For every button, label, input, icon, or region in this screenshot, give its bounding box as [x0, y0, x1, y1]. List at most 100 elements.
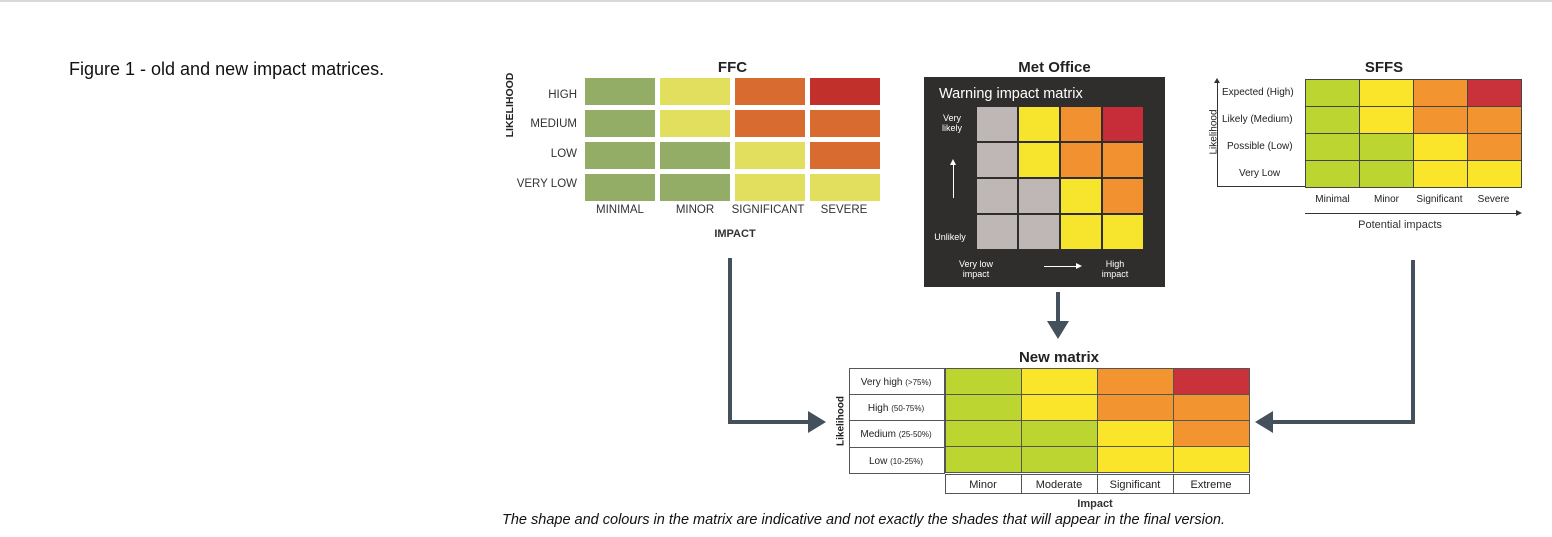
matrix-cell-yellow: [735, 174, 805, 201]
matrix-cell-green: [1021, 420, 1098, 447]
new-row-label: Low (10-25%): [849, 456, 943, 467]
right-arrow-icon: [1516, 210, 1522, 216]
ffc-connector-vertical: [728, 258, 732, 424]
matrix-cell-green: [660, 142, 730, 169]
new-row-name: Very high: [860, 377, 903, 388]
matrix-cell-orange: [735, 110, 805, 137]
divider: [849, 420, 945, 421]
sffs-row-label-bottom-line: [1217, 186, 1305, 187]
matrix-cell-green: [585, 78, 655, 105]
sffs-col-label: Significant: [1416, 194, 1463, 205]
matrix-cell-yellow: [1021, 368, 1098, 395]
met-label-high-impact: High impact: [1101, 259, 1129, 279]
down-arrow-icon: [1047, 321, 1069, 339]
matrix-cell-grey: [977, 215, 1017, 249]
matrix-cell-green: [660, 174, 730, 201]
new-row-label-box: [849, 368, 945, 474]
matrix-cell-grey: [977, 143, 1017, 177]
matrix-cell-yellow: [660, 110, 730, 137]
new-row-label: High (50-75%): [849, 403, 943, 414]
sffs-x-axis-line: [1305, 213, 1519, 214]
matrix-cell-grey: [977, 179, 1017, 213]
matrix-cell-green: [1359, 133, 1414, 161]
note-text: The shape and colours in the matrix are …: [502, 512, 1225, 528]
matrix-cell-grey: [977, 107, 1017, 141]
new-x-axis-label: Impact: [1077, 498, 1113, 510]
matrix-cell-red: [1467, 79, 1522, 107]
new-row-label: Very high (>75%): [849, 377, 943, 388]
matrix-cell-orange: [1467, 133, 1522, 161]
matrix-cell-green: [1359, 160, 1414, 188]
new-row-range: (25-50%): [898, 430, 932, 439]
matrix-cell-yellow: [1359, 79, 1414, 107]
matrix-cell-orange: [810, 142, 880, 169]
sffs-col-label: Severe: [1477, 194, 1510, 205]
matrix-cell-yellow: [1359, 106, 1414, 134]
new-row-label: Medium (25-50%): [849, 429, 943, 440]
matrix-cell-green: [1021, 446, 1098, 473]
sffs-connector-horizontal: [1272, 420, 1415, 424]
sffs-x-axis-label: Potential impacts: [1358, 219, 1442, 231]
matrix-cell-green: [945, 420, 1022, 447]
matrix-cell-yellow: [1173, 446, 1250, 473]
figure-label: Figure 1 - old and new impact matrices.: [69, 59, 385, 79]
met-up-arrow: [953, 163, 954, 198]
divider: [849, 447, 945, 448]
matrix-cell-yellow: [1061, 179, 1101, 213]
new-row-name: High: [867, 403, 889, 414]
sffs-y-axis: Likelihood: [1207, 100, 1221, 164]
met-label-very-low-impact: Very low impact: [958, 259, 993, 279]
matrix-cell-orange: [1413, 79, 1468, 107]
matrix-cell-yellow: [1019, 143, 1059, 177]
matrix-cell-yellow: [1413, 133, 1468, 161]
sffs-row-label: Expected (High): [1222, 87, 1294, 98]
matrix-cell-green: [1305, 133, 1360, 161]
matrix-cell-orange: [1097, 368, 1174, 395]
met-connector-vertical: [1056, 292, 1060, 322]
met-label-unlikely: Unlikely: [934, 232, 966, 242]
matrix-cell-orange: [1103, 143, 1143, 177]
new-col-label: Significant: [1109, 479, 1161, 491]
matrix-cell-green: [1305, 160, 1360, 188]
sffs-row-label: Very Low: [1239, 168, 1281, 179]
up-arrow-icon: [1214, 78, 1220, 83]
matrix-cell-orange: [1467, 106, 1522, 134]
sffs-col-label: Minimal: [1315, 194, 1350, 205]
sffs-row-label: Likely (Medium): [1222, 114, 1293, 125]
met-title: Met Office: [1018, 59, 1091, 76]
up-arrow-icon: [950, 159, 956, 165]
met-right-arrow: [1044, 266, 1076, 267]
matrix-cell-orange: [1103, 179, 1143, 213]
sffs-connector-vertical: [1411, 260, 1415, 424]
ffc-col-label: SEVERE: [820, 204, 868, 216]
matrix-cell-green: [585, 110, 655, 137]
divider: [849, 394, 945, 395]
divider: [1021, 474, 1022, 494]
matrix-cell-green: [945, 446, 1022, 473]
sffs-col-label: Minor: [1373, 194, 1399, 205]
new-col-label: Moderate: [1035, 479, 1083, 491]
matrix-cell-red: [1103, 107, 1143, 141]
matrix-cell-yellow: [1061, 215, 1101, 249]
matrix-cell-orange: [810, 110, 880, 137]
right-arrow-icon: [1076, 263, 1082, 269]
matrix-cell-yellow: [1103, 215, 1143, 249]
divider: [1173, 474, 1174, 494]
ffc-row-label: VERY LOW: [516, 178, 577, 190]
matrix-cell-green: [945, 368, 1022, 395]
divider: [1097, 474, 1098, 494]
matrix-cell-yellow: [1413, 160, 1468, 188]
sffs-row-label: Possible (Low): [1227, 141, 1293, 152]
matrix-cell-yellow: [1019, 107, 1059, 141]
matrix-cell-grey: [1019, 179, 1059, 213]
matrix-cell-green: [945, 394, 1022, 421]
matrix-cell-red: [1173, 368, 1250, 395]
ffc-title: FFC: [717, 59, 748, 76]
matrix-cell-yellow: [810, 174, 880, 201]
sffs-title: SFFS: [1364, 59, 1404, 76]
new-title: New matrix: [1018, 349, 1100, 366]
matrix-cell-orange: [1061, 143, 1101, 177]
matrix-cell-green: [585, 142, 655, 169]
matrix-cell-green: [585, 174, 655, 201]
ffc-col-label: SIGNIFICANT: [731, 204, 805, 216]
